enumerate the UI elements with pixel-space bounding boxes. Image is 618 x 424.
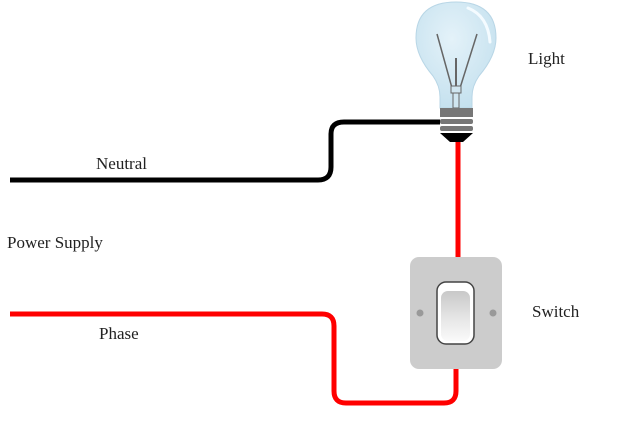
switch-label: Switch xyxy=(532,302,580,321)
filament-glass-stem xyxy=(452,92,460,109)
phase-label: Phase xyxy=(99,324,139,343)
bulb-glass xyxy=(415,1,497,109)
switch-screw-left xyxy=(416,309,424,317)
power-supply-label: Power Supply xyxy=(7,233,103,252)
filament-clamp xyxy=(450,85,462,94)
filament-wire xyxy=(436,33,453,89)
switch-screw-right xyxy=(489,309,497,317)
neutral-wire xyxy=(10,119,440,183)
filament-wire xyxy=(459,33,478,89)
bulb-base-band xyxy=(440,108,473,117)
switch-rocker[interactable] xyxy=(441,291,470,341)
phase-wire xyxy=(10,311,459,406)
bulb-base-band xyxy=(440,119,473,124)
bulb-contact xyxy=(440,133,473,142)
light-label: Light xyxy=(528,49,565,68)
light-bulb xyxy=(415,1,497,142)
neutral-label: Neutral xyxy=(96,154,147,173)
light-switch[interactable] xyxy=(410,257,502,369)
bulb-highlight xyxy=(466,6,492,44)
bulb-base-band xyxy=(440,126,473,131)
